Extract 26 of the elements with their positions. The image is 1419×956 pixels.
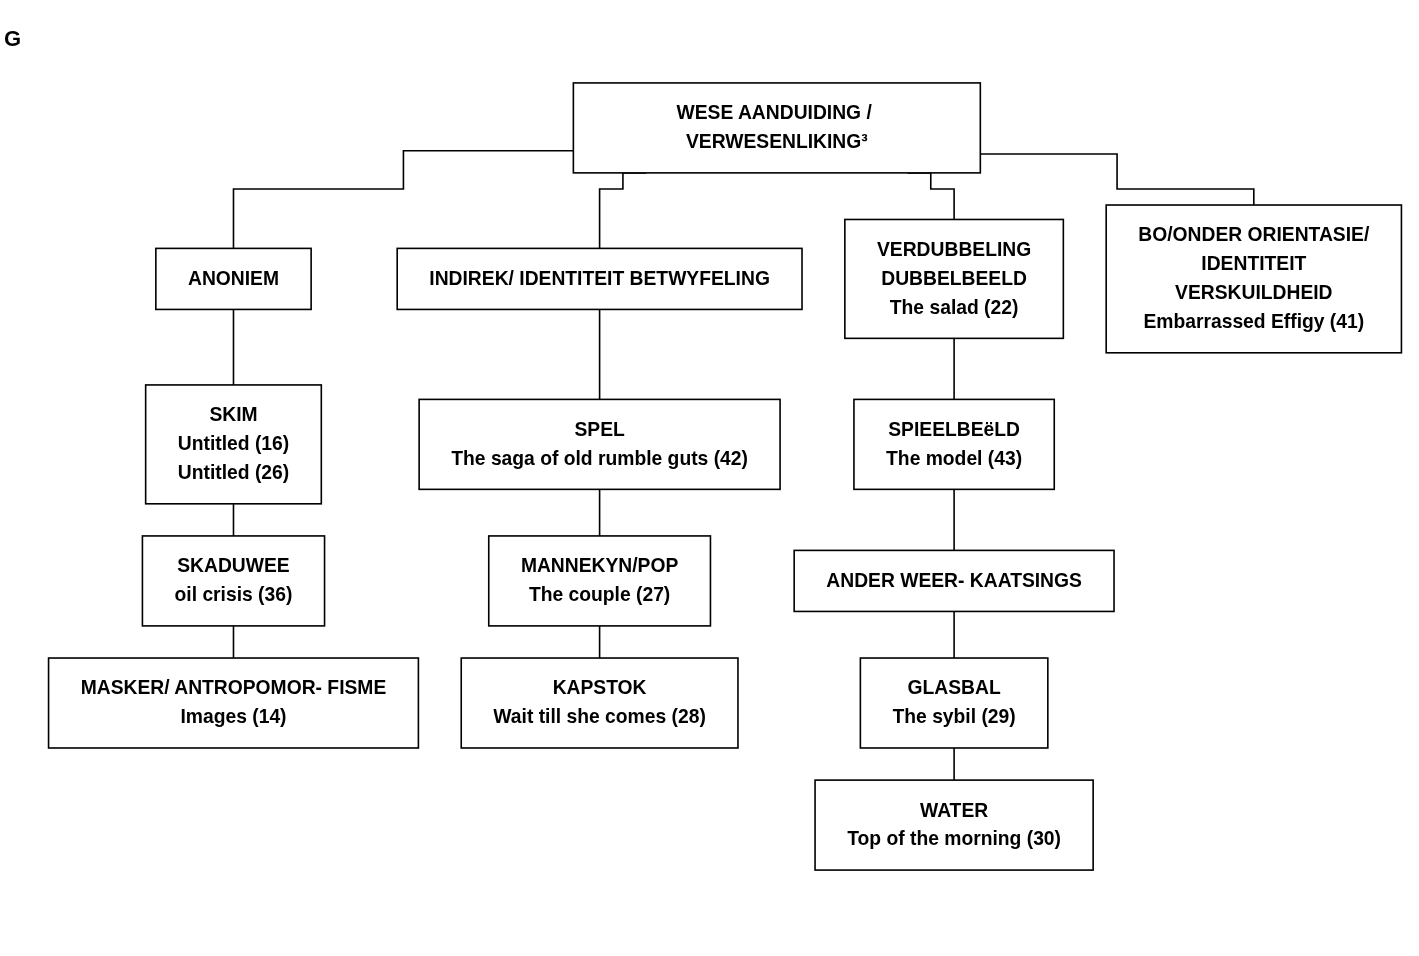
node-box: MASKER/ ANTROPOMOR- FISME Images (14) (47, 657, 420, 749)
connector (953, 337, 955, 401)
node-box: WATER Top of the morning (30) (814, 779, 1094, 871)
connector (598, 308, 601, 401)
node-box: SKIM Untitled (16) Untitled (26) (144, 384, 323, 505)
node-box: SPIEELBEëLD The model (43) (853, 398, 1056, 491)
heading-fragment: G (4, 26, 22, 52)
connector (232, 503, 235, 537)
connector (232, 308, 235, 386)
connector (598, 488, 601, 537)
node-box: SKADUWEE oil crisis (36) (141, 535, 326, 627)
node-box: ANDER WEER- KAATSINGS (793, 549, 1115, 613)
node-box: BO/ONDER ORIENTASIE/ IDENTITEIT VERSKUILDHEID Embarrassed Effigy (41) (1105, 204, 1403, 354)
connector (953, 747, 955, 781)
node-box: MANNEKYN/POP The couple (27) (487, 535, 712, 627)
connector (232, 625, 235, 659)
node-box: WESE AANDUIDING / VERWESENLIKING³ (572, 82, 982, 174)
node-box: INDIREK/ IDENTITEIT BETWYFELING (396, 247, 803, 311)
node-box: VERDUBBELING DUBBELBEELD The salad (22) (844, 218, 1065, 340)
node-box: KAPSTOK Wait till she comes (28) (460, 657, 739, 749)
connector (598, 625, 601, 659)
connector (953, 610, 955, 659)
node-box: ANONIEM (155, 247, 312, 311)
connector (953, 488, 955, 552)
node-box: SPEL The saga of old rumble guts (42) (418, 398, 781, 491)
node-box: GLASBAL The sybil (29) (859, 657, 1049, 749)
